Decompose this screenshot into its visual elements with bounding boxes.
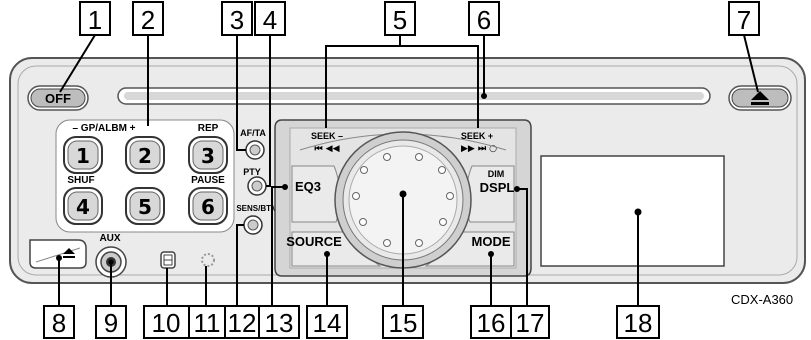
dspl-button[interactable]: DIM DSPL — [465, 165, 515, 223]
svg-text:11: 11 — [194, 308, 221, 338]
svg-text:3: 3 — [230, 5, 244, 35]
callout-13: 13 — [258, 305, 300, 339]
svg-text:17: 17 — [516, 308, 545, 338]
preset-button-2[interactable]: 2 — [125, 136, 165, 174]
callout-1: 1 — [79, 1, 111, 36]
svg-text:4: 4 — [76, 195, 90, 219]
release-button[interactable] — [29, 239, 87, 269]
svg-text:4: 4 — [263, 5, 277, 35]
display-window — [540, 155, 725, 267]
shuf-label: SHUF — [67, 175, 94, 186]
callout-6: 6 — [468, 1, 500, 36]
svg-text:MODE: MODE — [472, 234, 511, 249]
svg-text:14: 14 — [313, 308, 342, 338]
eject-icon — [751, 91, 769, 105]
preset-button-3[interactable]: 3 — [188, 136, 228, 174]
svg-text:8: 8 — [52, 308, 66, 338]
pause-label: PAUSE — [191, 175, 225, 186]
callout-16: 16 — [470, 305, 512, 339]
model-label: CDX-A360 — [731, 292, 793, 307]
svg-text:6: 6 — [477, 5, 491, 35]
svg-text:AUX: AUX — [99, 233, 120, 244]
svg-text:SENS/BTM: SENS/BTM — [236, 204, 278, 213]
svg-text:13: 13 — [265, 308, 294, 338]
svg-text:7: 7 — [737, 5, 751, 35]
gp-albm-label: – GP/ALBM + — [72, 123, 135, 134]
svg-text:1: 1 — [76, 144, 90, 168]
dial-dots — [352, 153, 454, 247]
svg-text:DIM: DIM — [488, 169, 505, 179]
callout-14: 14 — [306, 305, 348, 339]
off-button[interactable]: OFF — [27, 85, 89, 111]
svg-text:PTY: PTY — [243, 167, 261, 177]
preset-button-5[interactable]: 5 — [125, 187, 165, 225]
rep-label: REP — [198, 123, 219, 134]
seek-minus-symbols: ⏮ ◀◀ — [314, 144, 339, 154]
callout-7: 7 — [728, 1, 760, 36]
eq3-button[interactable]: EQ3 — [291, 165, 341, 223]
preset-button-6[interactable]: 6 — [188, 187, 228, 225]
callout-9: 9 — [95, 305, 127, 339]
callout-17: 17 — [510, 305, 550, 339]
svg-text:5: 5 — [393, 5, 407, 35]
svg-text:6: 6 — [201, 195, 215, 219]
callout-8: 8 — [43, 305, 75, 339]
svg-text:15: 15 — [389, 308, 418, 338]
leader-lines — [58, 34, 759, 307]
svg-text:EQ3: EQ3 — [295, 179, 321, 194]
callout-4: 4 — [254, 1, 286, 36]
svg-text:5: 5 — [138, 195, 152, 219]
svg-text:12: 12 — [228, 308, 257, 338]
af-ta-button[interactable]: AF/TA — [240, 128, 266, 160]
svg-text:16: 16 — [477, 308, 506, 338]
callout-18: 18 — [616, 305, 660, 339]
sens-btm-button[interactable]: SENS/BTM — [236, 204, 278, 235]
svg-text:10: 10 — [152, 308, 181, 338]
svg-text:DSPL: DSPL — [480, 180, 515, 195]
seek-minus-label: SEEK – — [311, 131, 343, 141]
receptor-icon — [160, 251, 176, 269]
callout-10: 10 — [143, 305, 190, 339]
preset-button-4[interactable]: 4 — [63, 187, 103, 225]
callout-5: 5 — [384, 1, 416, 36]
seek-plus-label: SEEK + — [461, 131, 493, 141]
svg-text:9: 9 — [104, 308, 118, 338]
svg-text:2: 2 — [141, 5, 155, 35]
callout-15: 15 — [382, 305, 424, 339]
svg-text:SOURCE: SOURCE — [286, 234, 342, 249]
callout-2: 2 — [132, 1, 164, 36]
svg-text:OFF: OFF — [45, 91, 71, 106]
leader-endpoints — [56, 93, 642, 265]
seek-plus-symbols: ▶▶ ⏭ ○ — [461, 144, 497, 154]
svg-text:2: 2 — [138, 144, 152, 168]
callout-11: 11 — [188, 305, 226, 339]
release-icon — [63, 248, 75, 258]
svg-text:3: 3 — [201, 144, 215, 168]
callout-3: 3 — [221, 1, 253, 36]
svg-text:AF/TA: AF/TA — [240, 128, 266, 138]
indicator-light — [201, 253, 215, 267]
svg-text:1: 1 — [88, 5, 102, 35]
preset-button-1[interactable]: 1 — [63, 136, 103, 174]
cd-slot[interactable] — [117, 87, 711, 105]
callout-12: 12 — [224, 305, 260, 339]
svg-text:18: 18 — [624, 308, 653, 338]
eject-button[interactable] — [728, 85, 792, 111]
